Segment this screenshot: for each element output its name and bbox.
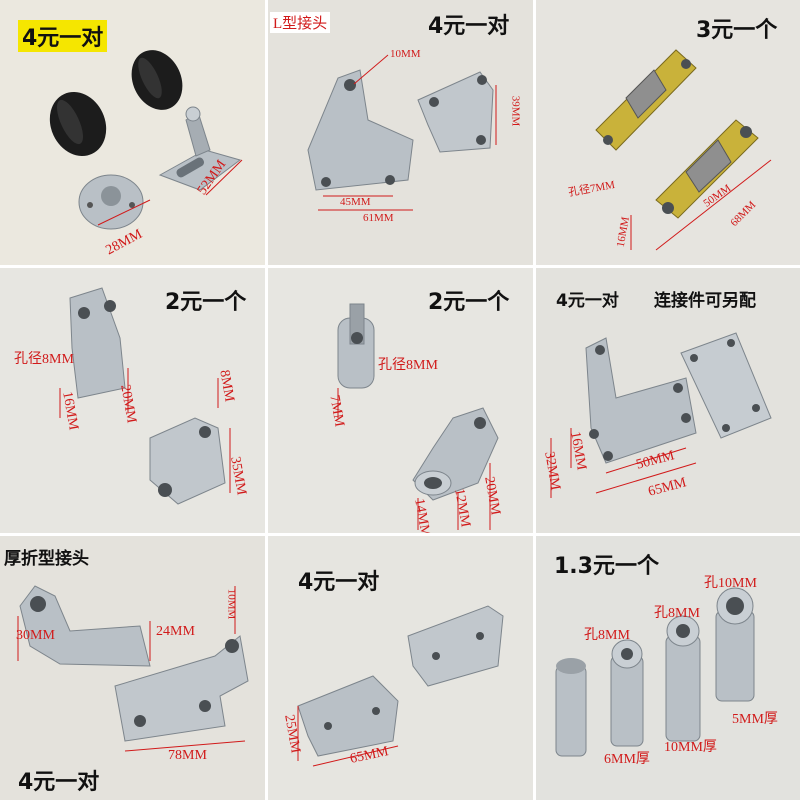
dimension-label: 孔径8MM	[378, 358, 438, 373]
swivel-bracket-photo	[536, 0, 800, 265]
price-label: 4元一对	[18, 20, 108, 52]
ball-joint-bracket-photo	[0, 0, 265, 265]
dimension-label: 30MM	[16, 628, 55, 643]
panel-title: 厚折型接头	[4, 549, 89, 569]
dimension-label: 10MM	[225, 588, 238, 620]
price-label: 2元一个	[165, 290, 247, 315]
dimension-label: 孔8MM	[584, 628, 630, 643]
thick-folded-bracket-photo	[0, 536, 265, 800]
angle-bracket-pair-photo	[268, 536, 533, 800]
panel-mounting-plate: 4元一对 连接件可另配 32MM 16MM 50MM 65MM	[536, 268, 800, 533]
price-label: 4元一对	[428, 14, 510, 39]
dimension-label: 10MM	[390, 48, 421, 60]
dimension-label: 10MM厚	[664, 740, 717, 755]
dimension-label: 5MM厚	[732, 712, 778, 727]
panel-note: 连接件可另配	[654, 291, 756, 311]
dimension-label: 61MM	[363, 212, 394, 224]
panel-threaded-clevis: 2元一个 孔径8MM 7MM 14MM 12MM 20MM	[268, 268, 533, 533]
price-label: 4元一对	[18, 770, 100, 795]
l-bracket-photo	[268, 0, 533, 265]
panel-l-bracket: L型接头 4元一对 10MM 45MM 61MM 39MM	[268, 0, 533, 265]
dimension-label: 孔8MM	[654, 606, 700, 621]
price-label: 1.3元一个	[554, 554, 659, 579]
dimension-label: 45MM	[340, 196, 371, 208]
price-label: 2元一个	[428, 290, 510, 315]
panel-swivel-bracket: 3元一个 孔径7MM 16MM 50MM 68MM	[536, 0, 800, 265]
dimension-label: 孔10MM	[704, 576, 757, 591]
rod-ends-photo	[536, 536, 800, 800]
panel-rod-ends: 1.3元一个 孔8MM 孔8MM 孔10MM 6MM厚 10MM厚 5MM厚	[536, 536, 800, 800]
u-clevis-photo	[0, 268, 265, 533]
mounting-plate-photo	[536, 268, 800, 533]
dimension-label: 24MM	[156, 624, 195, 639]
dimension-label: 孔径8MM	[14, 352, 74, 367]
dimension-label: 39MM	[509, 95, 522, 127]
price-label: 4元一对	[298, 570, 380, 595]
panel-thick-folded-bracket: 厚折型接头 4元一对 30MM 24MM 10MM 78MM	[0, 536, 265, 800]
panel-ball-joint-bracket: 4元一对 28MM 52MM	[0, 0, 265, 265]
panel-angle-bracket-pair: 4元一对 25MM 65MM	[268, 536, 533, 800]
dimension-label: 78MM	[168, 748, 207, 763]
price-label: 3元一个	[696, 18, 778, 43]
panel-u-clevis: 2元一个 孔径8MM 16MM 20MM 8MM 35MM	[0, 268, 265, 533]
dimension-label: 6MM厚	[604, 752, 650, 767]
price-label: 4元一对	[556, 291, 619, 311]
threaded-clevis-photo	[268, 268, 533, 533]
panel-title: L型接头	[270, 12, 331, 33]
